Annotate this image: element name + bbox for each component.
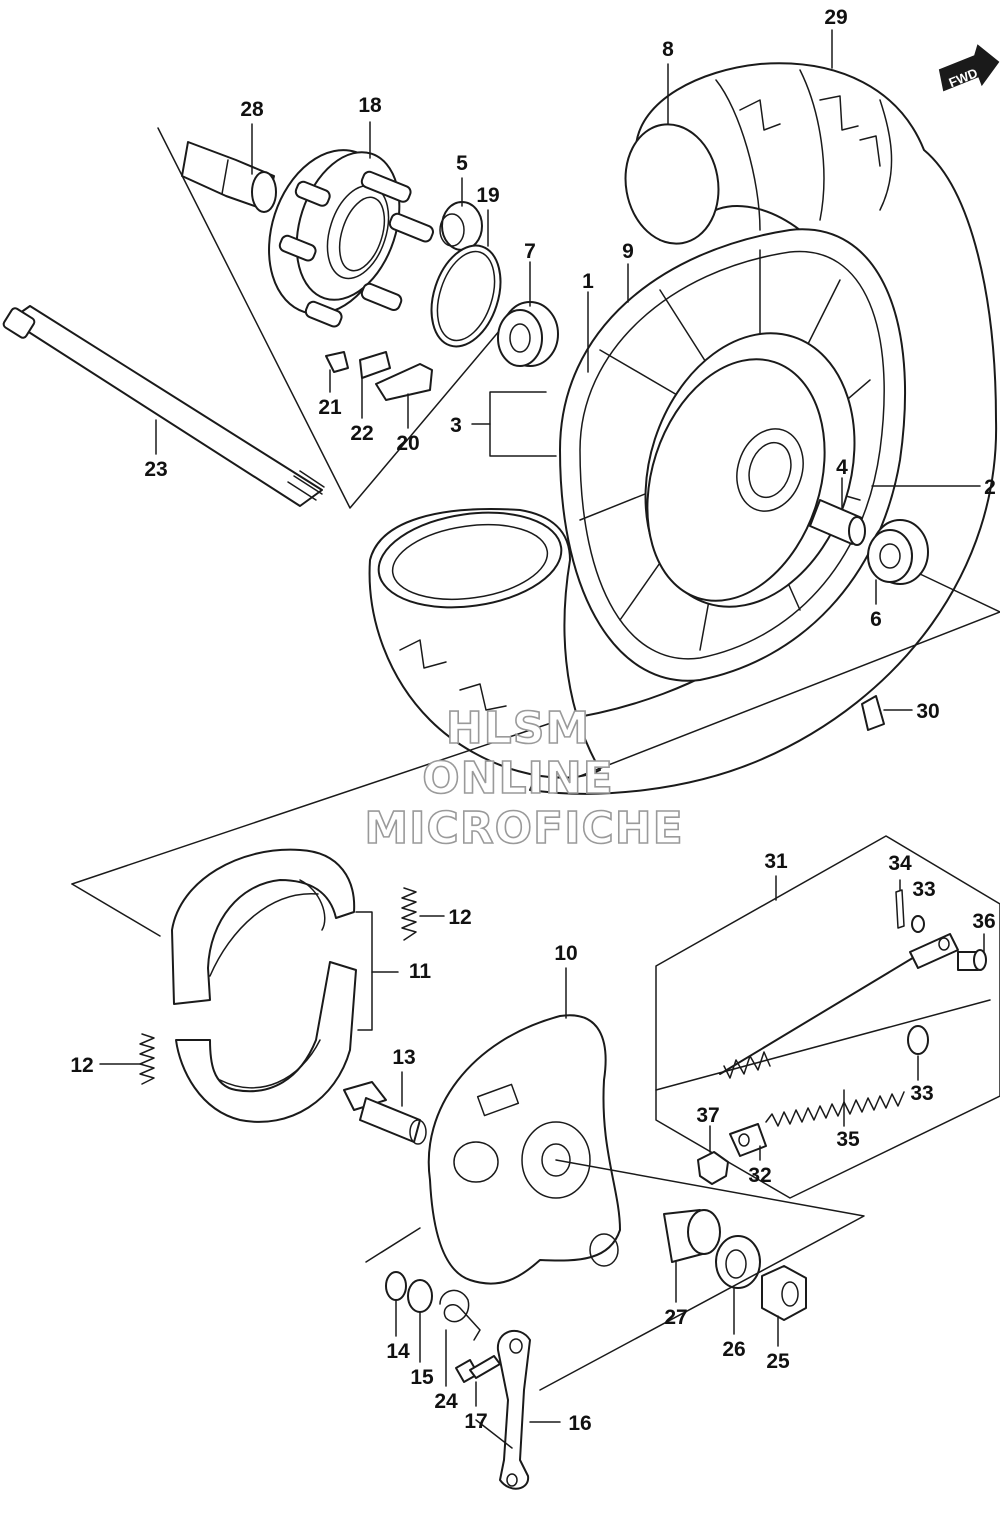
sprocket-hub-part (268, 149, 434, 328)
brake-panel-part (427, 1014, 621, 1285)
callout-2: 2 (984, 476, 996, 499)
callout-31: 31 (764, 850, 788, 873)
callout-28: 28 (240, 98, 264, 121)
callout-10: 10 (554, 942, 577, 965)
spacer-part (809, 499, 866, 546)
tire-part (529, 62, 998, 795)
watermark: HLSM ONLINE MICROFICHE (364, 702, 684, 855)
callout-13: 13 (392, 1046, 415, 1069)
watermark-line-1: HLSM (446, 703, 590, 754)
callout-21: 21 (318, 396, 342, 419)
small-fasteners (325, 351, 433, 401)
return-spring-part (439, 1289, 481, 1341)
spring-part-lower (139, 1033, 155, 1085)
pin-part (957, 949, 987, 971)
brake-lever-part (496, 1329, 531, 1490)
callout-36: 36 (972, 910, 995, 933)
brake-rod-part (719, 933, 959, 1079)
washer-part-33-lower (907, 1025, 929, 1055)
camshaft-part (343, 1081, 427, 1145)
collar-part-27 (663, 1209, 721, 1263)
valve-cap-part (861, 695, 885, 731)
callout-8: 8 (662, 38, 674, 61)
nut-part (761, 1265, 807, 1321)
spring-part-upper (401, 887, 417, 941)
callout-29: 29 (824, 6, 847, 29)
bearing-part-6 (867, 519, 929, 585)
callout-14: 14 (386, 1340, 410, 1363)
nut-part-37 (697, 1151, 729, 1185)
hub-explode-outline (157, 127, 501, 509)
callout-32: 32 (748, 1164, 771, 1187)
tire-section-part (368, 508, 601, 779)
cotter-pin-part (895, 889, 905, 929)
brake-shoe-upper-part (171, 848, 356, 1005)
joint-part (729, 1123, 767, 1157)
callout-4: 4 (836, 456, 848, 479)
callout-16: 16 (568, 1412, 591, 1435)
seal-part-15 (407, 1279, 433, 1313)
leader-lines (99, 29, 985, 1423)
callout-34: 34 (888, 852, 912, 875)
callout-12-upper: 12 (448, 906, 471, 929)
callout-20: 20 (396, 432, 419, 455)
axle-part (2, 305, 325, 507)
callout-27: 27 (664, 1306, 687, 1329)
wheel-hub-part (644, 332, 856, 608)
callout-33-upper: 33 (912, 878, 935, 901)
rod-spring-part (765, 1091, 905, 1127)
callout-19: 19 (476, 184, 499, 207)
callout-9: 9 (622, 240, 634, 263)
callout-5: 5 (456, 152, 468, 175)
bushing-part (439, 201, 483, 251)
callout-15: 15 (410, 1366, 434, 1389)
washer-part-33-top (911, 915, 925, 933)
panel-explode-outline (365, 1159, 865, 1449)
callout-12-lower: 12 (70, 1054, 93, 1077)
watermark-line-3: MICROFICHE (364, 803, 683, 854)
rod-assembly-box (655, 835, 1000, 1199)
washer-part (715, 1235, 761, 1289)
fwd-arrow-icon: FWD (938, 44, 1000, 92)
callout-1: 1 (582, 270, 594, 293)
callout-6: 6 (870, 608, 882, 631)
callout-11: 11 (409, 960, 432, 983)
brake-shoe-lower-part (175, 961, 357, 1123)
callout-37: 37 (696, 1104, 719, 1127)
callout-35: 35 (836, 1128, 860, 1151)
brake-explode-outline (71, 719, 561, 937)
callout-26: 26 (722, 1338, 745, 1361)
callout-25: 25 (766, 1350, 790, 1373)
bearing-part (497, 301, 559, 367)
watermark-line-2: ONLINE (422, 753, 614, 804)
callout-17: 17 (464, 1410, 487, 1433)
callout-22: 22 (350, 422, 373, 445)
seal-part-14 (385, 1271, 407, 1301)
callout-30: 30 (916, 700, 939, 723)
callout-23: 23 (144, 458, 167, 481)
callout-3: 3 (450, 414, 462, 437)
shoe-bracket (355, 911, 399, 1031)
callout-24: 24 (434, 1390, 458, 1413)
bolt-part (455, 1355, 501, 1383)
collar-part (181, 141, 277, 213)
o-ring-part (430, 244, 502, 348)
callout-33-lower: 33 (910, 1082, 933, 1105)
callout-labels: 1 2 3 4 5 6 7 8 9 10 11 12 12 13 14 15 1… (70, 6, 996, 1435)
callout-7: 7 (524, 240, 536, 263)
callout-18: 18 (358, 94, 382, 117)
